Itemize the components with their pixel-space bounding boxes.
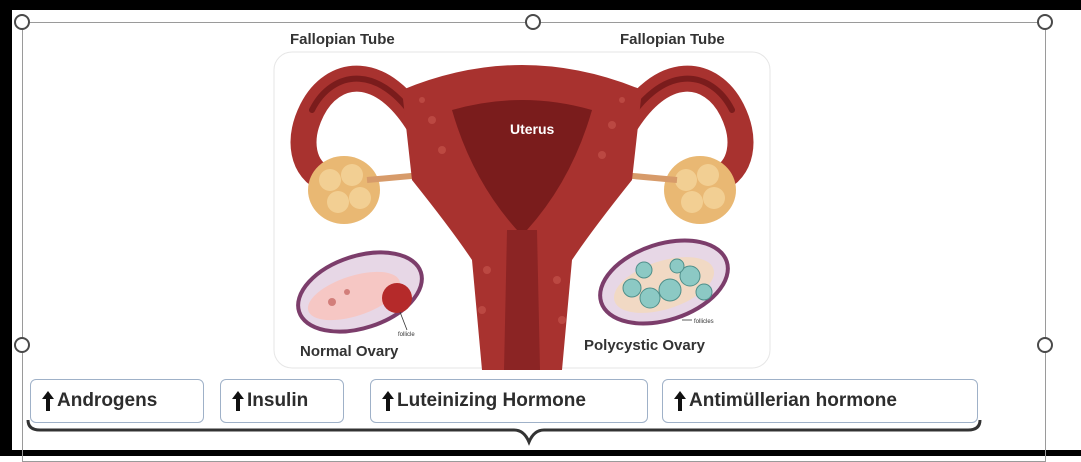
tag-androgens-label: Androgens (57, 390, 157, 412)
fallopian-tube-right-label: Fallopian Tube (620, 31, 725, 48)
tag-androgens[interactable]: Androgens (30, 379, 204, 423)
polycystic-ovary-label: Polycystic Ovary (584, 337, 706, 354)
window-border-left (0, 0, 12, 456)
follicles-label: follicles (694, 319, 714, 325)
uterus-illustration: Fallopian Tube Fallopian Tube Uterus Nor… (272, 30, 772, 370)
resize-handle-middle-left[interactable] (14, 337, 30, 353)
normal-ovary-label: Normal Ovary (300, 343, 399, 360)
resize-handle-top-left[interactable] (14, 14, 30, 30)
resize-handle-middle-right[interactable] (1037, 337, 1053, 353)
uterus-label: Uterus (510, 121, 555, 137)
follicle-label: follicle (398, 332, 415, 338)
tag-antimullerian-hormone-label: Antimüllerian hormone (689, 390, 897, 412)
window-border-top (0, 0, 1081, 10)
up-arrow-icon (41, 390, 55, 412)
up-arrow-icon (673, 390, 687, 412)
tag-insulin[interactable]: Insulin (220, 379, 344, 423)
up-arrow-icon (381, 390, 395, 412)
fallopian-tube-left-label: Fallopian Tube (290, 31, 395, 48)
up-arrow-icon (231, 390, 245, 412)
tag-antimullerian-hormone[interactable]: Antimüllerian hormone (662, 379, 978, 423)
resize-handle-top-right[interactable] (1037, 14, 1053, 30)
tag-insulin-label: Insulin (247, 390, 308, 412)
resize-handle-top-center[interactable] (525, 14, 541, 30)
tag-luteinizing-hormone-label: Luteinizing Hormone (397, 390, 586, 412)
tag-luteinizing-hormone[interactable]: Luteinizing Hormone (370, 379, 648, 423)
grouping-brace (24, 418, 984, 448)
